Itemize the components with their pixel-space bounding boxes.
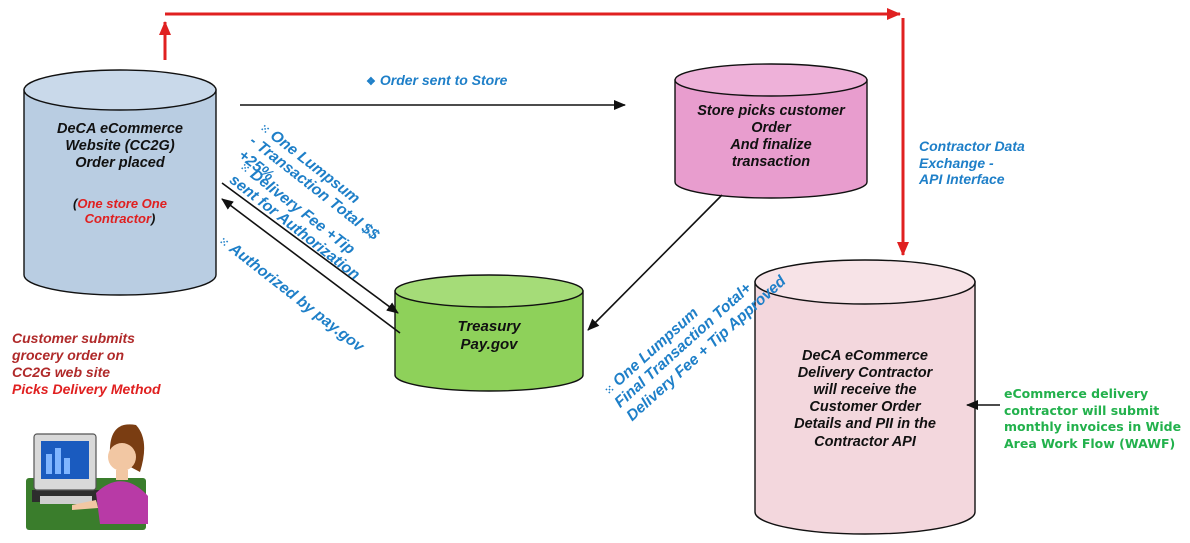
store-label-line: transaction (731, 154, 811, 171)
arrow-to-treasury (221, 182, 399, 314)
invoice-note-line: Area Work Flow (WAWF) (1004, 435, 1176, 451)
arrow-authorized (221, 198, 401, 334)
customer-note-line: Customer submits (12, 330, 135, 346)
invoice-note-line: eCommerce delivery (1004, 386, 1149, 401)
customer-note-highlight: Picks Delivery Method (12, 381, 161, 398)
store-label-line: Store picks customer (697, 103, 845, 119)
red-api-arrows (159, 8, 909, 256)
contractor-cylinder (754, 259, 976, 535)
contractor-exchange-label: Contractor Data Exchange - API Interface (919, 138, 1025, 188)
website-label-line: Order placed (75, 155, 165, 172)
order-sent-text: Order sent to Store (379, 72, 508, 88)
arrow-store-to-treasury (587, 194, 723, 331)
contractor-label-line: Details and PII in the (794, 416, 936, 433)
customer-note: Customer submits grocery order on CC2G w… (12, 330, 161, 398)
treasury-label-line: Treasury (457, 318, 521, 335)
website-label: DeCA eCommerce Website (CC2G) Order plac… (36, 121, 204, 172)
black-flow-arrows (221, 100, 1000, 410)
invoice-note-line: contractor will submit (1004, 402, 1160, 418)
website-cylinder (23, 69, 217, 296)
invoice-note-line: monthly invoices in Wide (1004, 419, 1182, 434)
exchange-line: API Interface (919, 171, 1005, 188)
customer-note-line: CC2G web site (12, 364, 111, 381)
store-label-line: Order (751, 120, 791, 137)
website-label-line: DeCA eCommerce (57, 121, 183, 137)
note-paren-open: ( (73, 196, 78, 211)
contractor-label-line: will receive the (813, 382, 917, 399)
exchange-line: Contractor Data (919, 138, 1025, 154)
store-label: Store picks customer Order And finalize … (680, 103, 862, 171)
four-dot-bullet-icon: ❖ (366, 76, 376, 88)
customer-note-line: grocery order on (12, 347, 125, 364)
contractor-label-line: DeCA eCommerce (802, 348, 928, 364)
note-line-1: One store One (77, 196, 167, 211)
exchange-line: Exchange - (919, 154, 994, 171)
store-cylinder (674, 63, 868, 199)
contractor-label: DeCA eCommerce Delivery Contractor will … (760, 348, 970, 451)
website-note: (One store One Contractor) (36, 196, 204, 227)
invoice-note: eCommerce delivery contractor will submi… (1004, 386, 1181, 452)
contractor-label-line: Contractor API (814, 433, 916, 450)
treasury-cylinder (394, 274, 584, 392)
website-label-line: Website (CC2G) (65, 138, 175, 155)
contractor-label-line: Delivery Contractor (797, 365, 933, 382)
note-line-2: Contractor (84, 211, 152, 227)
person-at-computer-icon (26, 424, 148, 530)
order-sent-label: ❖Order sent to Store (366, 72, 507, 89)
note-paren-close: ) (151, 211, 156, 227)
treasury-label: Treasury Pay.gov (400, 318, 578, 353)
store-label-line: And finalize (730, 137, 812, 154)
treasury-label-line: Pay.gov (460, 335, 518, 353)
contractor-label-line: Customer Order (809, 399, 921, 416)
